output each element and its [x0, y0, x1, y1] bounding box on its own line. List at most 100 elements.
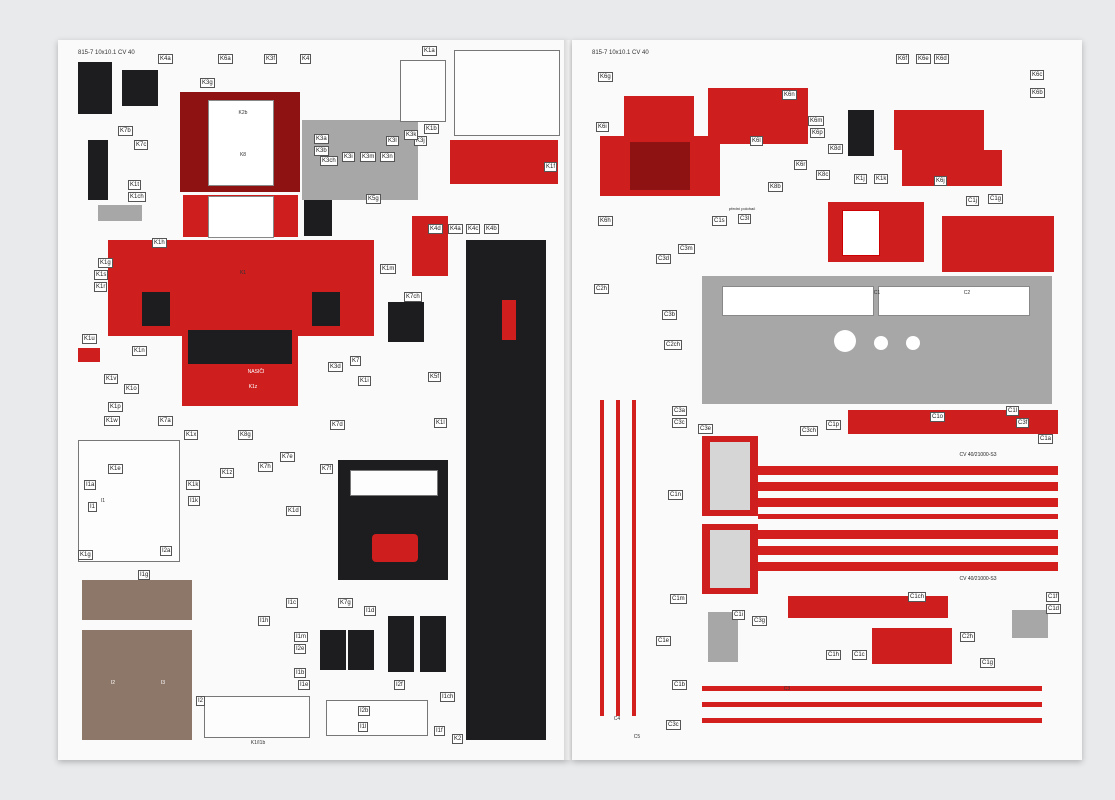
roof-circle [906, 336, 920, 350]
part-label: C1i [732, 610, 746, 620]
part-label: K6p [810, 128, 825, 138]
part-code: C1 [873, 290, 881, 296]
tank-code: CV 40/21000-S3 [959, 576, 997, 582]
part-label: C3c [672, 418, 687, 428]
part-label: K7 [350, 356, 362, 366]
part-label: K3a [314, 134, 329, 144]
tank-code: CV 40/21000-S3 [959, 452, 997, 458]
part-label: K8g [238, 430, 253, 440]
page-header: 815-7 10x10.1 CV 40 [78, 50, 135, 56]
dark-panel-part [122, 70, 158, 106]
part-label: K3m [360, 152, 377, 162]
grey-part [1012, 610, 1048, 638]
part-label: C1o [930, 412, 946, 422]
red-stripe [702, 718, 1042, 723]
part-label: K8d [828, 144, 843, 154]
nasici-text: NASIČI [247, 369, 265, 375]
part-label: I1g [138, 570, 151, 580]
seat-part [388, 616, 414, 672]
interior-brown-part [82, 580, 192, 620]
red-stripe [758, 498, 1058, 507]
red-box-top [624, 96, 694, 136]
part-label: K1d [286, 506, 301, 516]
part-note: přední polohač [728, 206, 756, 211]
part-code: K1/I1b [250, 740, 266, 746]
part-code: I2 [110, 680, 116, 686]
part-label: K2 [452, 734, 464, 744]
part-label: K3b [314, 146, 329, 156]
part-label: K1x [184, 430, 199, 440]
part-label: K1v [104, 374, 119, 384]
part-label: C3ch [800, 426, 819, 436]
part-label: C1d [1046, 604, 1062, 614]
red-stripe [758, 546, 1058, 555]
red-stripe [632, 400, 636, 716]
part-label: I2e [294, 644, 307, 654]
part-label: K1r [94, 282, 108, 292]
part-label: K7b [118, 126, 133, 136]
part-label: K1g [78, 550, 93, 560]
grey-part [708, 612, 738, 662]
red-bracket-part [450, 140, 558, 184]
seat-part [420, 616, 446, 672]
part-label: C1m [670, 594, 687, 604]
part-label: K1k [874, 174, 889, 184]
part-label: K1f [544, 162, 558, 172]
part-label: K1ch [128, 192, 146, 202]
part-label: K5g [366, 194, 381, 204]
part-label: K7d [330, 420, 345, 430]
interior-box-top [350, 470, 438, 496]
seat-part [348, 630, 374, 670]
part-label: K6r [794, 160, 808, 170]
part-label: K1n [132, 346, 147, 356]
part-label: C3b [662, 310, 678, 320]
part-label: I1e [298, 680, 311, 690]
part-code: C2 [963, 290, 971, 296]
part-code: K1 [239, 270, 247, 276]
part-label: K1w [104, 416, 120, 426]
roof-panel [878, 286, 1030, 316]
part-label: K4b [484, 224, 499, 234]
dark-seat-part [388, 302, 424, 342]
part-label: K1j [854, 174, 867, 184]
part-label: C3m [678, 244, 695, 254]
part-label: K8b [768, 182, 783, 192]
part-label: I1k [188, 496, 201, 506]
part-label: K1t [128, 180, 142, 190]
part-label: C3l [738, 214, 752, 224]
part-label: K6a [218, 54, 233, 64]
part-label: I1a [84, 480, 97, 490]
part-label: K1l [434, 418, 447, 428]
part-label: C3g [752, 616, 768, 626]
part-label: C1e [656, 636, 672, 646]
part-label: C1c [852, 650, 867, 660]
part-label: K1p [108, 402, 123, 412]
part-label: C3a [672, 406, 688, 416]
part-label: I2f [394, 680, 405, 690]
part-label: K1s [94, 270, 109, 280]
part-label: C1n [668, 490, 684, 500]
part-label: K5f [428, 372, 442, 382]
part-label: C1h [826, 650, 842, 660]
part-label: C3f [1016, 418, 1030, 428]
part-label: K6b [1030, 88, 1045, 98]
part-label: K6j [934, 176, 947, 186]
outline-part [454, 50, 560, 136]
red-stripe [758, 466, 1058, 475]
cab-window-right [312, 292, 340, 326]
part-label: C1s [712, 216, 727, 226]
part-label: K3d [328, 362, 343, 372]
chassis-red-detail [502, 300, 516, 340]
red-box-window [842, 210, 880, 256]
part-label: K1a [422, 46, 437, 56]
part-label: I1d [364, 606, 377, 616]
dark-panel-part [78, 62, 112, 114]
part-label: C1p [826, 420, 842, 430]
part-label: I2b [358, 706, 371, 716]
left-page: 815-7 10x10.1 CV 40 NASIČI K4a K6a K3f K… [58, 40, 568, 760]
roof-circle [874, 336, 888, 350]
grey-small-part [98, 205, 142, 221]
right-page: 815-7 10x10.1 CV 40 K6f K6e K6d K6c K6b … [572, 40, 1082, 760]
part-label: K1b [424, 124, 439, 134]
part-label: K6l [750, 136, 763, 146]
